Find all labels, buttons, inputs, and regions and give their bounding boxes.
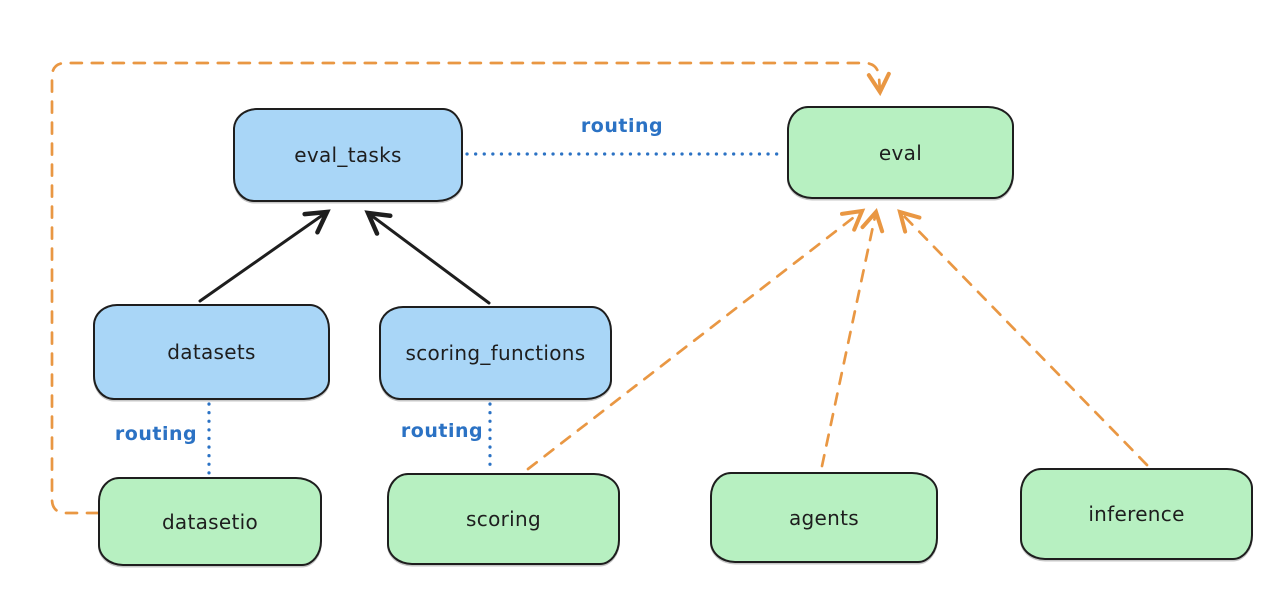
edge-inference-to-eval-dashed xyxy=(897,209,1149,467)
node-eval-label: eval xyxy=(878,140,923,165)
node-agents-label: agents xyxy=(789,505,859,530)
node-datasets-label: datasets xyxy=(167,340,256,364)
edge-datasets-to-eval-tasks xyxy=(198,209,331,303)
node-agents: agents xyxy=(710,472,938,563)
node-eval-tasks-label: eval_tasks xyxy=(294,143,402,167)
edge-label-routing-eval-tasks-eval: routing xyxy=(580,115,664,137)
node-scoring-functions: scoring_functions xyxy=(379,306,612,400)
edge-label-routing-scoring-functions-scoring: routing xyxy=(400,420,484,442)
node-inference: inference xyxy=(1020,468,1253,560)
node-scoring: scoring xyxy=(387,473,620,565)
node-eval-tasks: eval_tasks xyxy=(233,108,463,202)
edge-datasetio-to-eval-dashed xyxy=(50,61,891,515)
node-scoring-label: scoring xyxy=(466,507,541,531)
node-datasetio: datasetio xyxy=(98,477,322,566)
node-datasets: datasets xyxy=(93,304,330,400)
node-scoring-functions-label: scoring_functions xyxy=(405,341,586,365)
edge-agents-to-eval-dashed xyxy=(820,207,885,468)
node-eval: eval xyxy=(787,106,1014,199)
edge-label-routing-datasets-datasetio: routing xyxy=(114,423,198,445)
node-inference-label: inference xyxy=(1088,502,1185,526)
edge-scoring-functions-to-eval-tasks xyxy=(364,210,491,305)
node-datasetio-label: datasetio xyxy=(161,509,259,534)
